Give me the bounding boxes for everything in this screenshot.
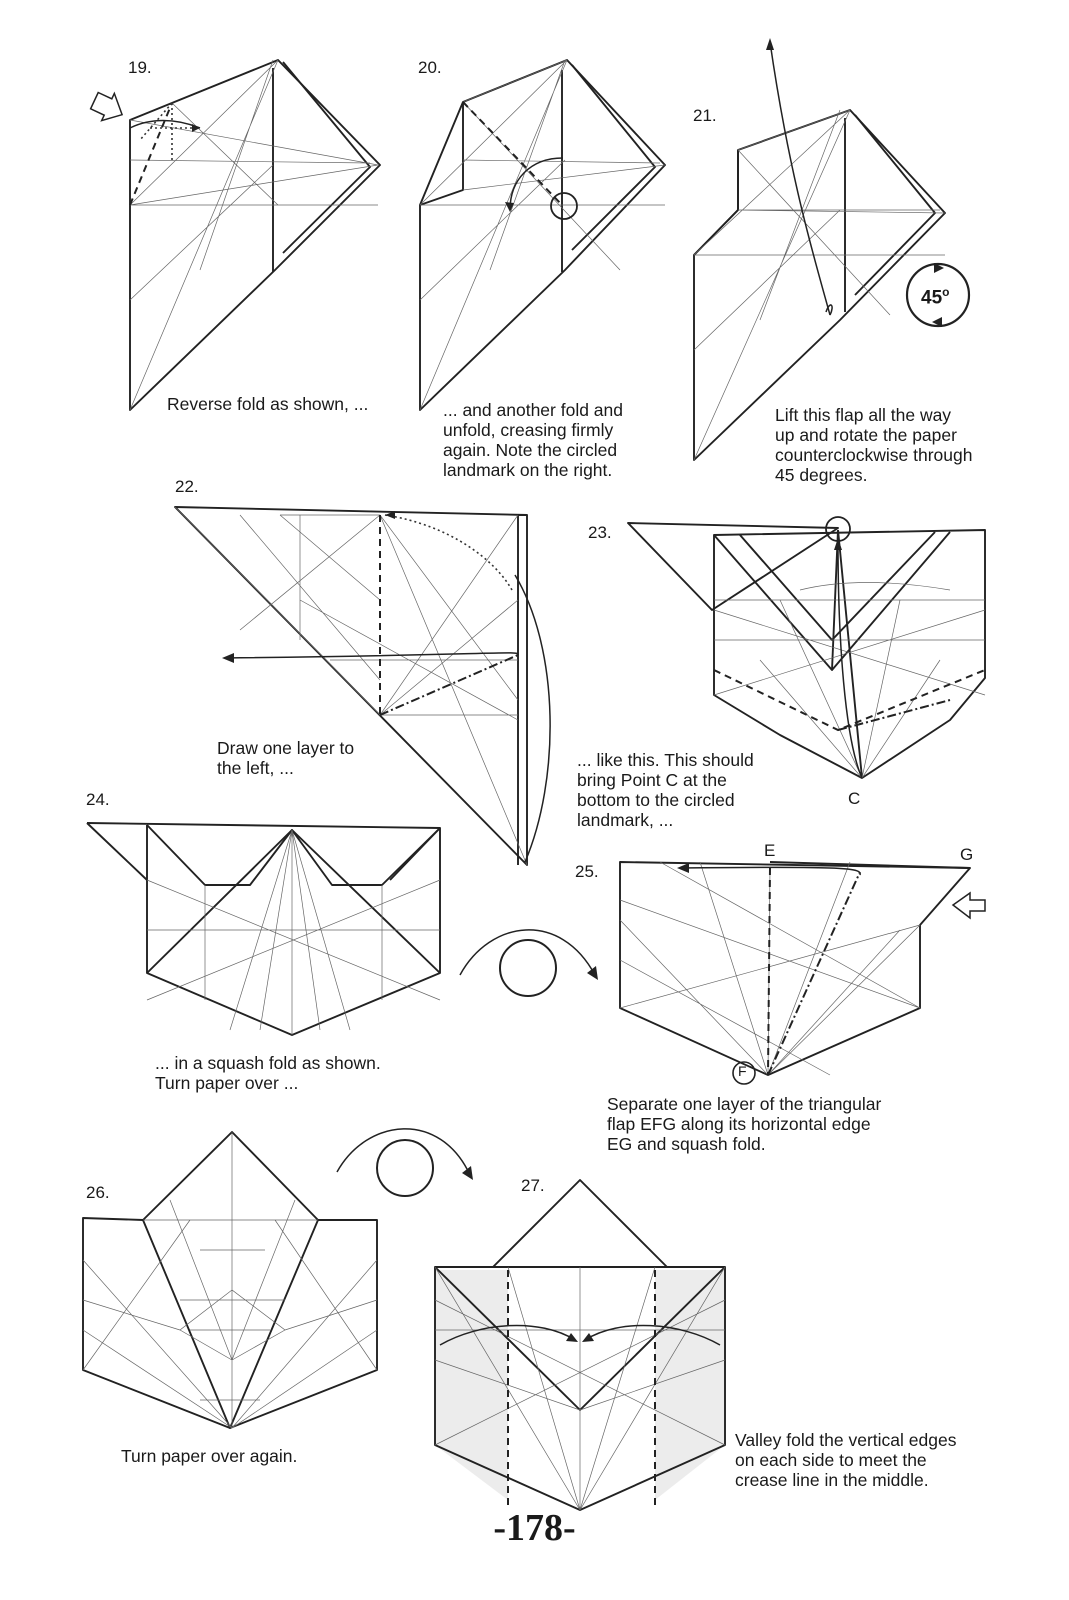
point-g-label: G [960, 845, 974, 864]
step-20-caption: ... and another fold and unfold, creasin… [443, 400, 623, 480]
step-20-diagram [419, 59, 666, 411]
step-23-number: 23. [588, 523, 612, 542]
step-19-caption: Reverse fold as shown, ... [167, 394, 369, 414]
step-22-diagram [174, 506, 551, 866]
step-24-number: 24. [86, 790, 110, 809]
step-24-caption: ... in a squash fold as shown. Turn pape… [155, 1053, 381, 1093]
step-19-diagram [89, 59, 381, 411]
step-27-diagram [434, 1179, 726, 1511]
degree-symbol: o [942, 285, 950, 299]
turn-over-arrow-2 [336, 1128, 473, 1197]
step-21-number: 21. [693, 106, 717, 125]
step-25-diagram [619, 861, 986, 1085]
step-23-diagram [627, 516, 986, 779]
step-27-caption: Valley fold the vertical edges on each s… [735, 1430, 957, 1490]
point-f-label: F [738, 1063, 747, 1079]
step-25-number: 25. [575, 862, 599, 881]
step-22-number: 22. [175, 477, 199, 496]
step-26-diagram [82, 1131, 378, 1429]
step-24-diagram [86, 822, 441, 1036]
step-22-caption: Draw one layer to the left, ... [217, 738, 355, 778]
rotation-45-label: 45o [921, 285, 949, 309]
point-e-label: E [764, 841, 776, 860]
turn-over-arrow-1 [459, 929, 598, 997]
step-21-caption: Lift this flap all the way up and rotate… [775, 405, 973, 485]
point-c-label: C [848, 789, 861, 808]
step-21-diagram [693, 38, 971, 461]
rotation-degree-value: 45 [921, 287, 943, 309]
step-20-number: 20. [418, 58, 442, 77]
step-23-caption: ... like this. This should bring Point C… [577, 750, 754, 830]
step-26-number: 26. [86, 1183, 110, 1202]
step-25-caption: Separate one layer of the triangular fla… [607, 1094, 882, 1154]
step-19-number: 19. [128, 58, 152, 77]
step-26-caption: Turn paper over again. [121, 1446, 298, 1466]
page-number: -178- [493, 1507, 576, 1549]
step-27-number: 27. [521, 1176, 545, 1195]
